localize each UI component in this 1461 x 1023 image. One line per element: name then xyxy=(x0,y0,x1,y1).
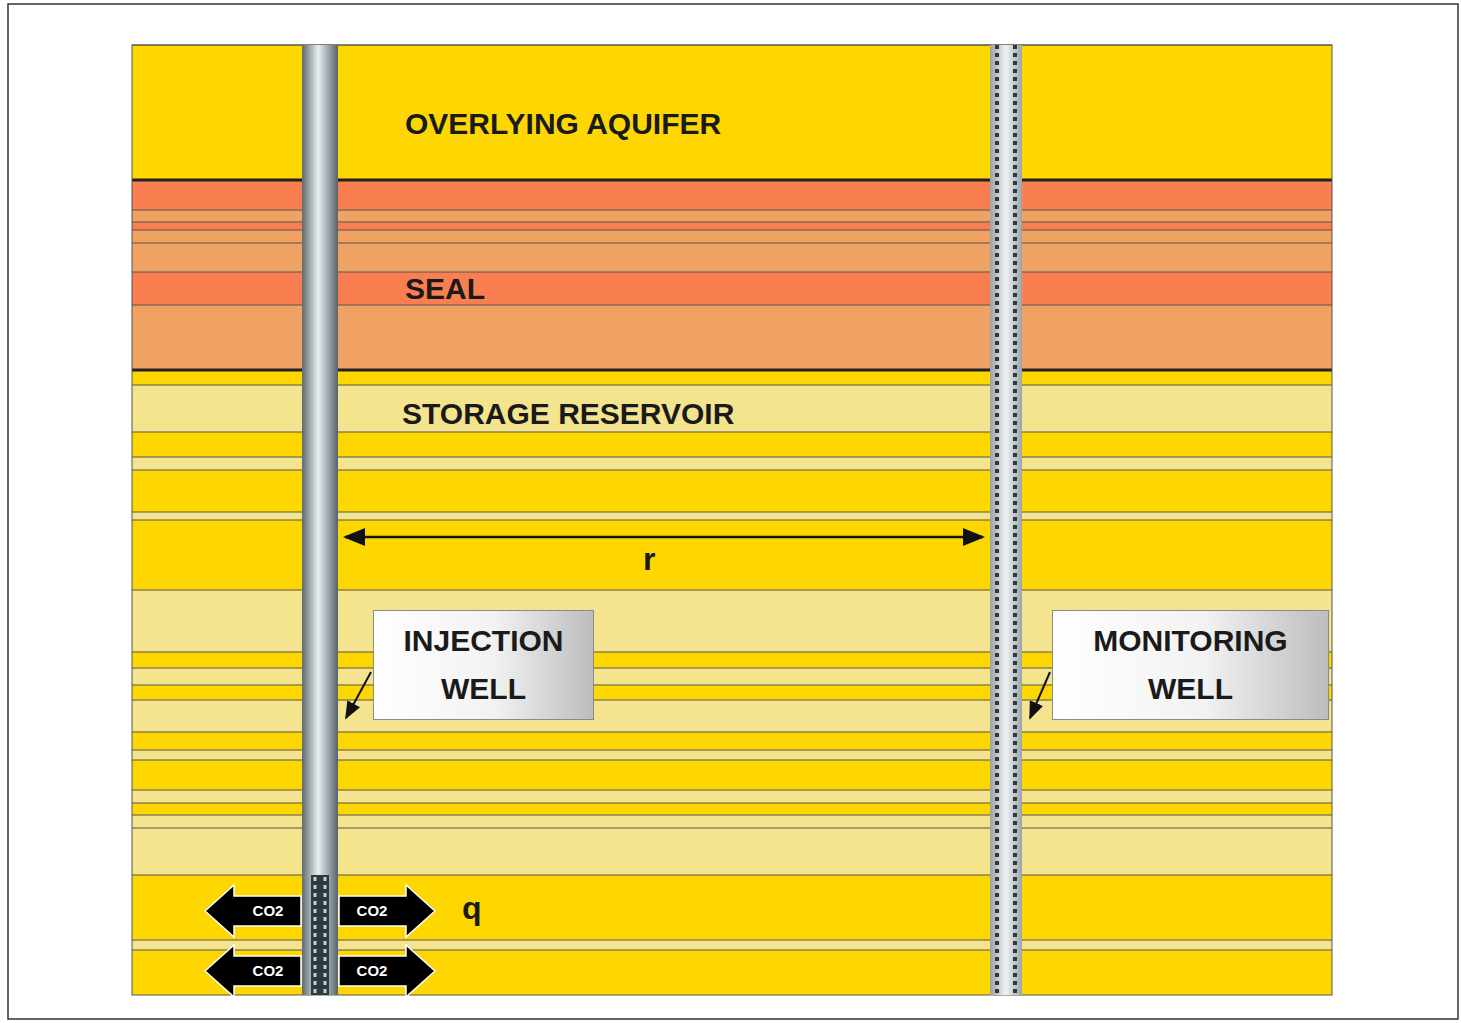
callout-text: MONITORING WELL xyxy=(1053,617,1328,713)
reservoir-layer: STORAGE RESERVOIR INJECTION WELL MONITORIN… xyxy=(132,370,1332,995)
callout-box: INJECTION WELL xyxy=(373,610,594,720)
co2-arrow: CO2 xyxy=(204,944,302,998)
callout-text: INJECTION WELL xyxy=(374,617,593,713)
co2-arrow: CO2 xyxy=(204,884,302,938)
monitoring-well-pipe xyxy=(990,45,1022,995)
arrow-label: CO2 xyxy=(253,902,284,920)
leader-line xyxy=(346,672,371,718)
layer-name: OVERLYING AQUIFER xyxy=(405,107,721,141)
leader-line xyxy=(1030,672,1050,718)
flow-rate-label: q xyxy=(462,890,482,927)
seal-layer: SEAL xyxy=(132,180,1332,370)
injection-well-pipe xyxy=(302,45,338,995)
distance-label: r xyxy=(643,541,655,578)
aquifer-layer: OVERLYING AQUIFER xyxy=(132,45,1332,180)
rock-layers xyxy=(132,45,1332,995)
arrow-label: CO2 xyxy=(357,962,388,980)
layer-name: STORAGE RESERVOIR xyxy=(402,397,734,431)
distance-arrow xyxy=(345,536,983,539)
arrow-label: CO2 xyxy=(357,902,388,920)
co2-arrow: CO2 xyxy=(338,944,436,998)
callout-box: MONITORING WELL xyxy=(1052,610,1329,720)
perforations xyxy=(311,875,329,995)
arrow-label: CO2 xyxy=(253,962,284,980)
layer-name: SEAL xyxy=(405,272,485,306)
co2-arrow: CO2 xyxy=(338,884,436,938)
